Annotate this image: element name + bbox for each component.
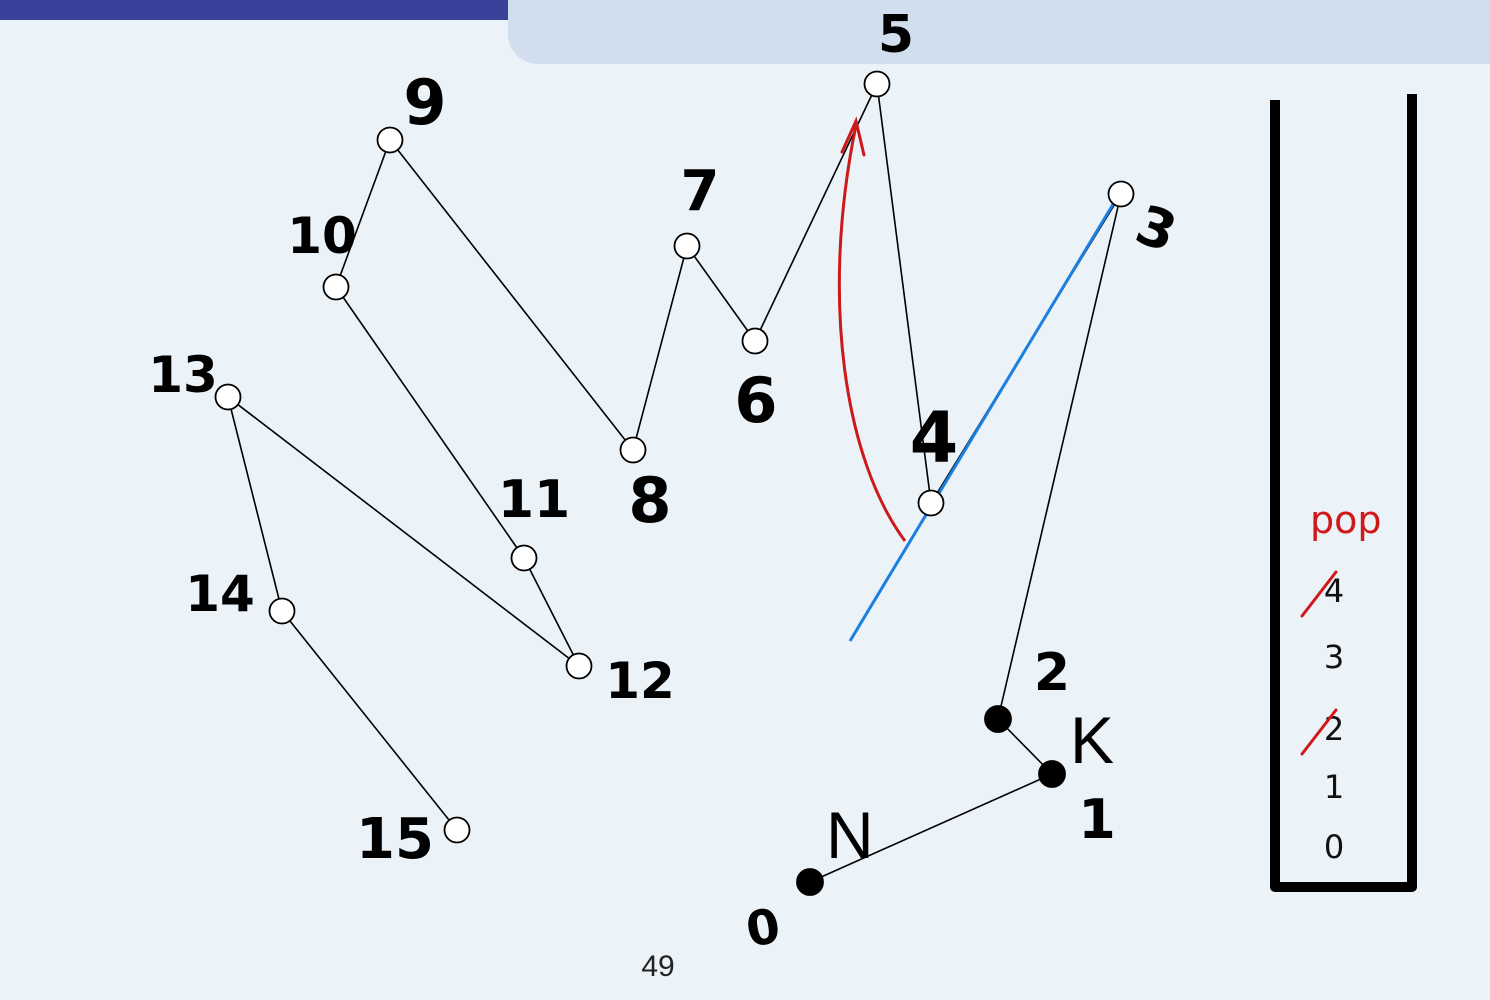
node-4 bbox=[917, 489, 945, 517]
node-8 bbox=[619, 436, 647, 464]
node-13 bbox=[214, 383, 242, 411]
stack-cross-4 bbox=[1300, 570, 1338, 618]
nodes-layer bbox=[214, 70, 1135, 896]
node-14 bbox=[268, 597, 296, 625]
edge-11-12 bbox=[523, 557, 580, 667]
node-0 bbox=[796, 868, 824, 896]
edge-13-14 bbox=[227, 396, 283, 612]
edge-7-8 bbox=[632, 245, 688, 451]
stack-item-1: 1 bbox=[1324, 768, 1344, 806]
node-label-4: 4 bbox=[910, 397, 959, 479]
hull-arrow bbox=[837, 124, 907, 542]
stack-header: pop bbox=[1310, 498, 1382, 542]
edge-4-5 bbox=[876, 83, 932, 504]
top-bar-dark bbox=[0, 0, 520, 20]
node-label-6: 6 bbox=[734, 364, 777, 437]
edge-8-9 bbox=[389, 139, 634, 451]
node-3 bbox=[1107, 180, 1135, 208]
node-5 bbox=[863, 70, 891, 98]
node-label-12: 12 bbox=[605, 652, 675, 710]
edge-0-1 bbox=[809, 773, 1053, 883]
node-label-13: 13 bbox=[148, 346, 218, 404]
node-label-1: 1 bbox=[1078, 788, 1116, 851]
edges-layer bbox=[227, 83, 1122, 883]
edge-9-10 bbox=[335, 139, 391, 288]
stack-container bbox=[1270, 94, 1417, 892]
node-7 bbox=[673, 232, 701, 260]
stack-item-2: 2 bbox=[1324, 710, 1344, 748]
node-2 bbox=[984, 705, 1012, 733]
edge-5-6 bbox=[754, 83, 878, 342]
top-bar-light bbox=[508, 0, 1490, 64]
node-label-11: 11 bbox=[498, 470, 570, 530]
node-15 bbox=[443, 816, 471, 844]
edge-14-15 bbox=[281, 610, 458, 831]
node-12 bbox=[565, 652, 593, 680]
node-label-0: 0 bbox=[742, 898, 785, 959]
node-label-8: 8 bbox=[628, 464, 671, 537]
stack-item-0: 0 bbox=[1324, 828, 1344, 866]
point-label-k: K bbox=[1070, 703, 1114, 777]
page-number: 49 bbox=[641, 950, 675, 983]
edge-12-13 bbox=[227, 396, 580, 667]
edge-10-11 bbox=[335, 286, 525, 559]
node-label-7: 7 bbox=[681, 159, 720, 224]
tangent-line bbox=[848, 195, 1120, 642]
stack-items: 4 3 2 1 0 bbox=[1300, 570, 1344, 866]
edge-2-3 bbox=[997, 193, 1122, 720]
node-1 bbox=[1038, 760, 1066, 788]
node-label-9: 9 bbox=[403, 66, 446, 139]
hull-arrow-head bbox=[840, 116, 866, 157]
node-label-5: 5 bbox=[878, 5, 914, 65]
node-label-2: 2 bbox=[1034, 643, 1070, 703]
node-10 bbox=[322, 273, 350, 301]
node-label-14: 14 bbox=[185, 565, 255, 623]
node-6 bbox=[741, 327, 769, 355]
edge-6-7 bbox=[686, 245, 756, 342]
stack-item-3: 3 bbox=[1324, 638, 1344, 676]
stack-cross-2 bbox=[1300, 708, 1338, 756]
node-label-10: 10 bbox=[287, 207, 357, 265]
stack-item-4: 4 bbox=[1324, 572, 1344, 610]
point-label-n: N bbox=[826, 798, 874, 872]
node-label-3: 3 bbox=[1128, 193, 1185, 265]
node-9 bbox=[376, 126, 404, 154]
node-label-15: 15 bbox=[356, 807, 434, 872]
node-11 bbox=[510, 544, 538, 572]
